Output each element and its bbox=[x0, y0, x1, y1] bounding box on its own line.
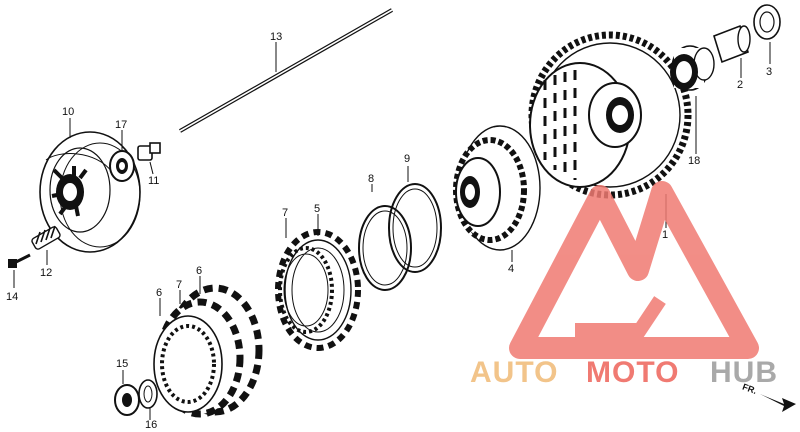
callout-7-upper: 7 bbox=[282, 207, 288, 219]
logo-text-moto: MOTO bbox=[586, 356, 679, 389]
automotohub-logo-mark bbox=[509, 181, 759, 359]
washer-3 bbox=[753, 4, 781, 40]
spring-seat-8 bbox=[358, 205, 412, 291]
logo-text-auto: AUTO bbox=[470, 356, 558, 389]
callout-5: 5 bbox=[314, 203, 320, 215]
lock-nut-15 bbox=[114, 384, 140, 416]
clutch-outer-housing-1 bbox=[528, 31, 692, 199]
callout-12: 12 bbox=[40, 267, 52, 279]
judder-spring-9 bbox=[388, 183, 442, 273]
callout-9: 9 bbox=[404, 153, 410, 165]
callout-2: 2 bbox=[737, 79, 743, 91]
callout-8: 8 bbox=[368, 173, 374, 185]
callout-10: 10 bbox=[62, 106, 74, 118]
callout-6-upper: 6 bbox=[196, 265, 202, 277]
callout-17: 17 bbox=[115, 119, 127, 131]
callout-18: 18 bbox=[688, 155, 700, 167]
needle-bearing-18 bbox=[670, 45, 715, 91]
clutch-spring-12 bbox=[31, 225, 61, 250]
callout-3: 3 bbox=[766, 66, 772, 78]
front-label: FR. bbox=[741, 382, 758, 396]
callout-16: 16 bbox=[145, 419, 157, 431]
washer-16 bbox=[138, 379, 158, 409]
callout-1: 1 bbox=[662, 229, 668, 241]
leader-lines bbox=[13, 42, 771, 420]
clutch-plate-7-upper bbox=[278, 246, 334, 334]
pushrod-13 bbox=[179, 8, 393, 133]
callout-7-lower: 7 bbox=[176, 279, 182, 291]
callout-11: 11 bbox=[148, 175, 159, 187]
bolt-14 bbox=[8, 253, 31, 268]
clutch-center-4 bbox=[453, 125, 541, 251]
callout-6-lower: 6 bbox=[156, 287, 162, 299]
front-direction-arrow: FR. bbox=[741, 382, 796, 412]
friction-disc-stack-6 bbox=[153, 284, 263, 418]
collar-2 bbox=[713, 24, 751, 64]
bearing-17 bbox=[109, 150, 135, 182]
callout-14: 14 bbox=[6, 291, 18, 303]
bolt-11 bbox=[137, 142, 161, 161]
callout-13: 13 bbox=[270, 31, 282, 43]
callout-15: 15 bbox=[116, 358, 128, 370]
callout-4: 4 bbox=[508, 263, 514, 275]
friction-disc-5 bbox=[275, 229, 361, 351]
logo-text-hub: HUB bbox=[710, 356, 778, 389]
